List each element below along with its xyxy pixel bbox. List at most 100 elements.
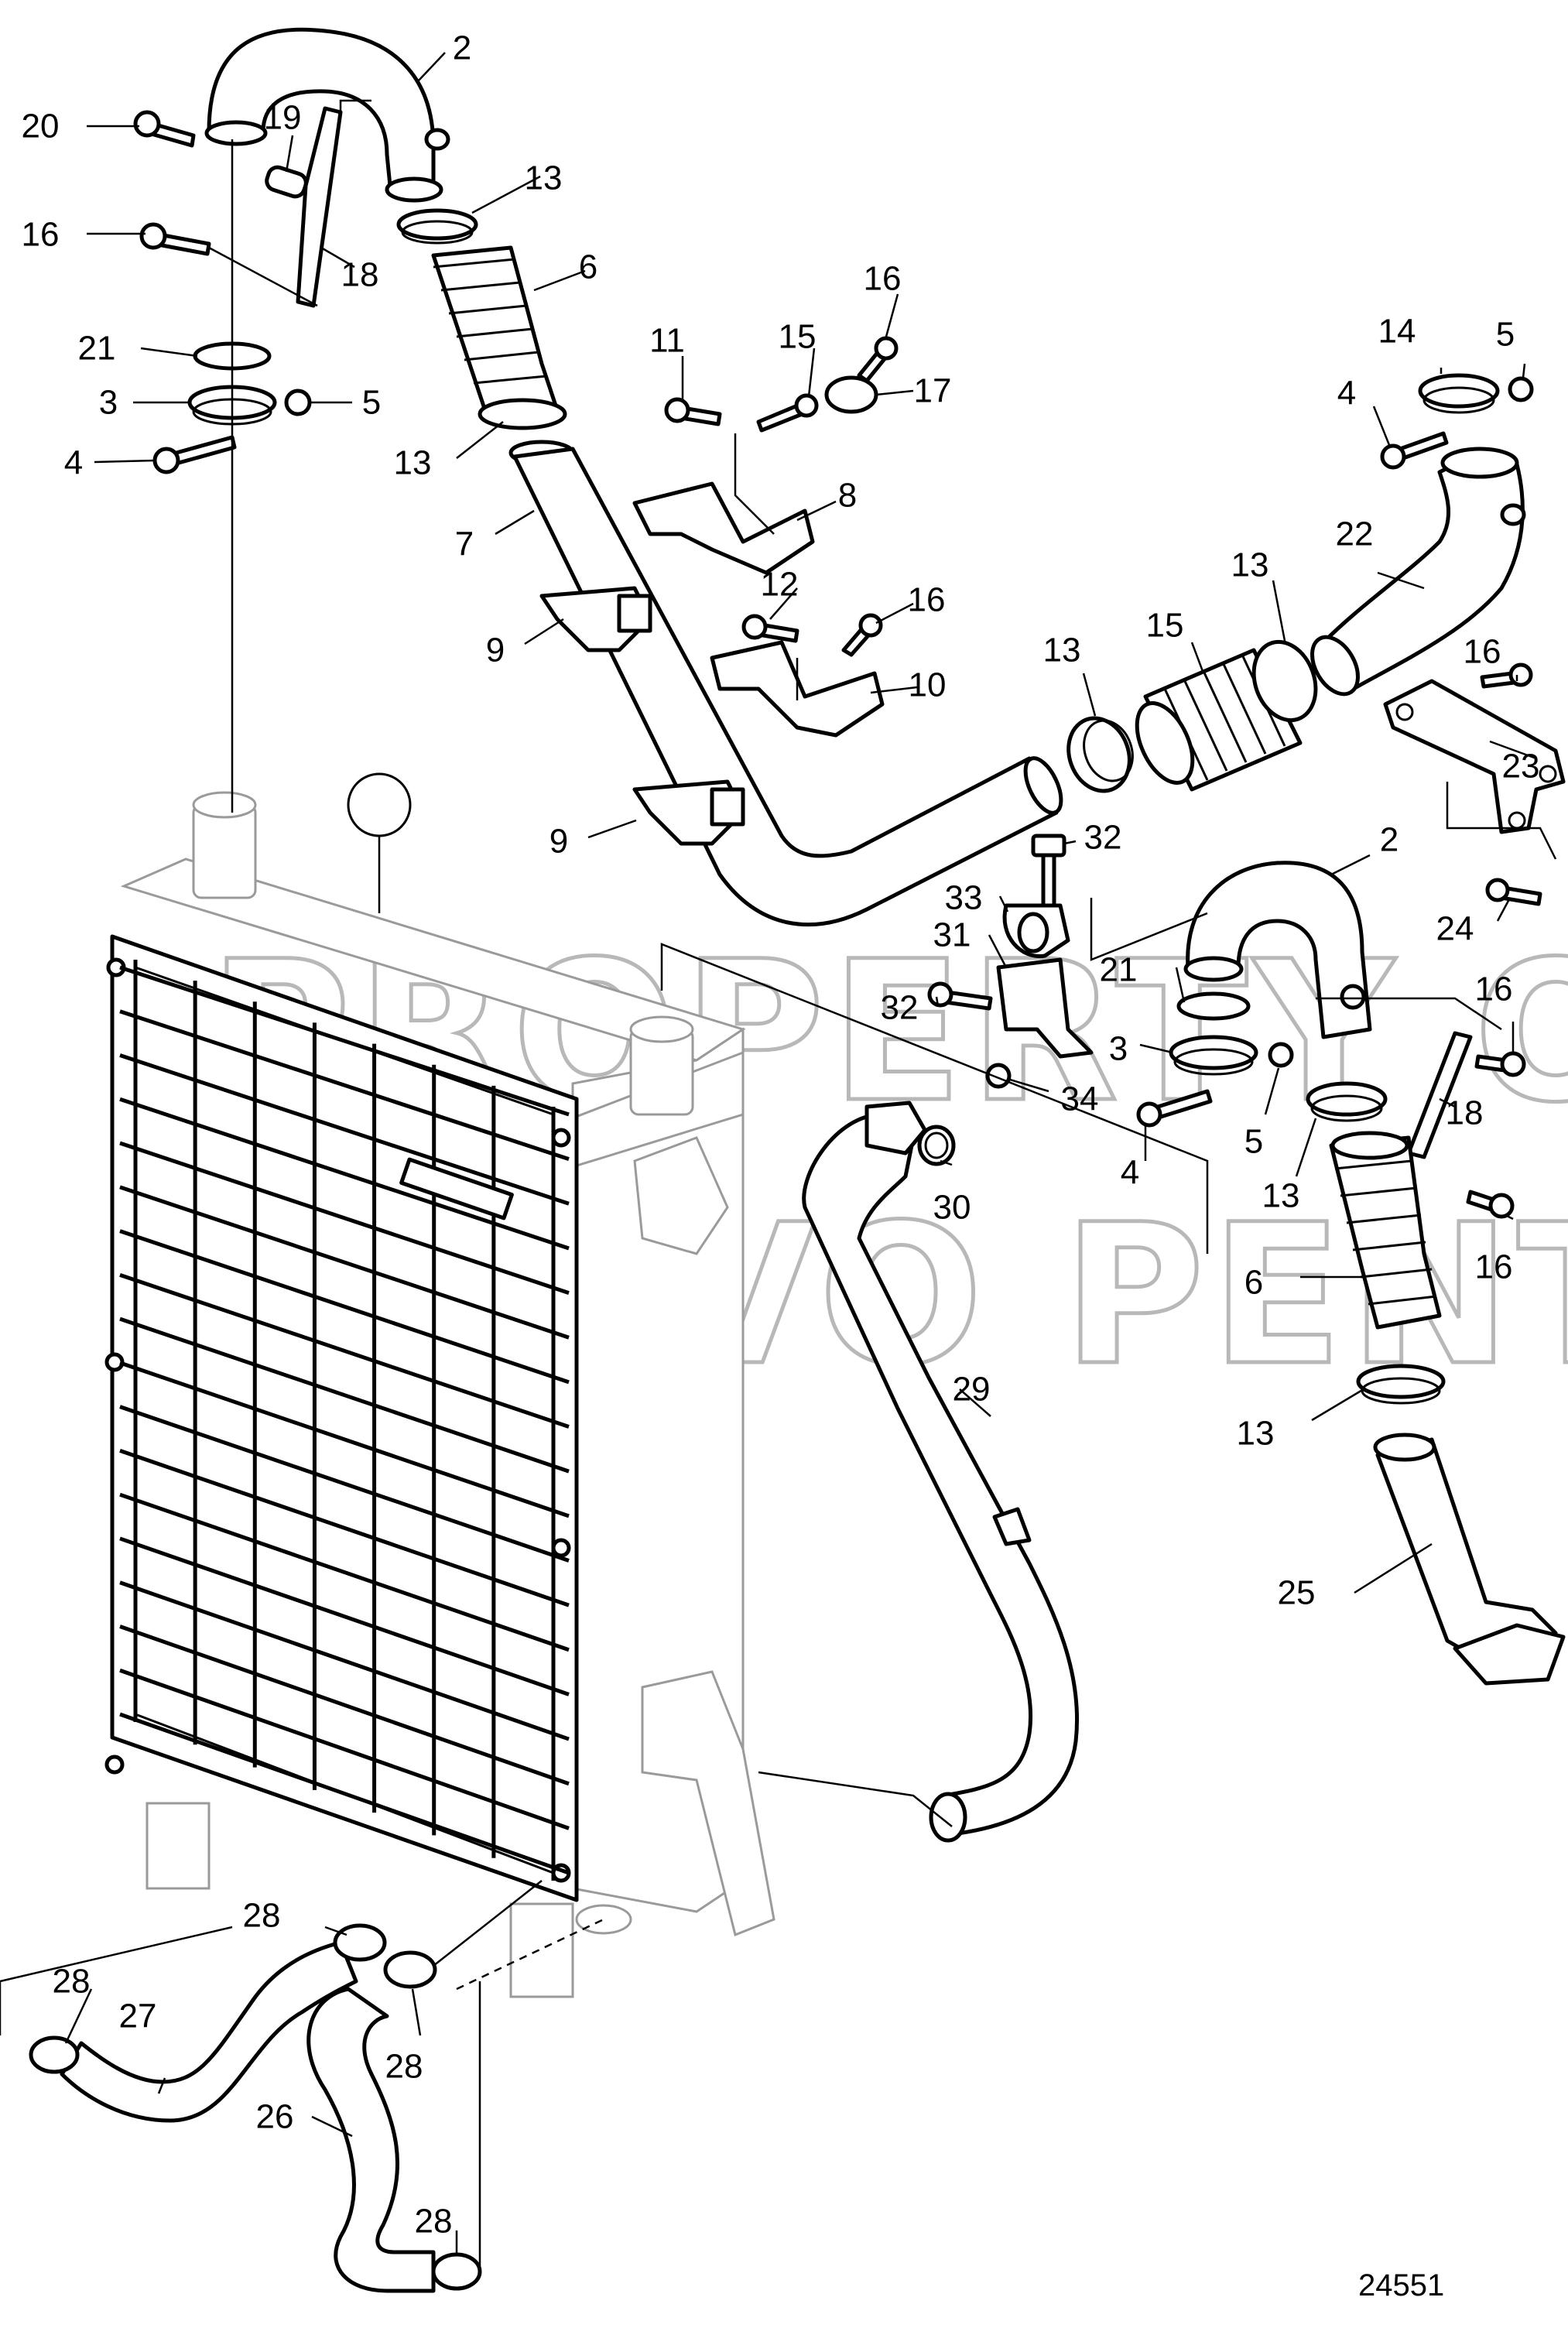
charge-air-pipe-7	[512, 447, 1063, 927]
intercooler-nameplate	[399, 1157, 514, 1220]
bellows-6-b-top	[1330, 1131, 1409, 1160]
callout-labels: 2201913161862135413711151617891216109114…	[22, 29, 1540, 2241]
callout-30: 30	[933, 1189, 971, 1227]
callout-21a: 21	[78, 330, 116, 368]
callout-18b: 18	[1446, 1094, 1484, 1132]
callout-3b: 3	[1109, 1030, 1128, 1068]
clamp-9-b-lug	[710, 787, 745, 827]
nut-5-a	[284, 389, 312, 416]
callout-16a: 16	[22, 216, 60, 254]
callout-15b: 15	[1146, 607, 1184, 645]
callout-32a: 32	[1084, 819, 1122, 857]
pipe-2-right-bend	[1186, 861, 1372, 1039]
nut-5-b	[1508, 376, 1534, 402]
callout-27: 27	[119, 1998, 157, 2035]
pipe-2-right-boss	[1340, 984, 1366, 1010]
callout-13e: 13	[1262, 1177, 1300, 1215]
callout-2b: 2	[1380, 821, 1399, 859]
callout-21b: 21	[1100, 951, 1138, 989]
hose-clamp-28-c	[29, 2035, 80, 2074]
pipe-22-lower-end	[1310, 635, 1360, 697]
frame-bolts	[104, 957, 571, 1883]
callout-4c: 4	[1121, 1154, 1139, 1192]
nut-5-c	[1268, 1042, 1294, 1068]
hose-clamp-13-d	[1251, 639, 1318, 723]
intercooler-outlet-opening	[629, 1015, 694, 1043]
pipe-29-flange	[864, 1101, 927, 1155]
bracket-31	[996, 957, 1094, 1059]
callout-16c: 16	[908, 581, 946, 619]
intercooler-inlet-stub	[192, 803, 257, 899]
pipe-2-boss	[424, 128, 450, 151]
callout-16d: 16	[1464, 633, 1501, 671]
drawing-reference-number: 24551	[1358, 2268, 1444, 2302]
hose-clamp-13-f	[1356, 1364, 1446, 1399]
pipe-22-boss	[1500, 503, 1526, 526]
pipe-29-group	[802, 1101, 1080, 1843]
pipe-29-lower-end	[929, 1792, 967, 1843]
bracket-23	[1383, 679, 1566, 834]
callout-8: 8	[838, 477, 857, 515]
callout-5a: 5	[362, 384, 381, 422]
hose-clamp-13-b	[478, 398, 567, 430]
callout-5b: 5	[1496, 316, 1515, 354]
pipe-2-lower-end	[385, 176, 443, 203]
clamp-9-a-lug	[617, 594, 652, 633]
callout-13a: 13	[525, 159, 563, 197]
callout-14: 14	[1378, 313, 1416, 351]
bellows-hose-6-b	[1329, 1135, 1442, 1330]
callout-6b: 6	[1244, 1264, 1263, 1302]
callout-16b: 16	[864, 260, 902, 298]
callout-16f: 16	[1475, 1248, 1513, 1286]
callout-23: 23	[1502, 748, 1540, 786]
bracket-8	[632, 481, 815, 575]
callout-12: 12	[761, 566, 799, 604]
callout-32b: 32	[881, 989, 919, 1027]
o-ring-21-b	[1176, 991, 1251, 1021]
callout-33: 33	[945, 879, 983, 917]
p-clip-33-eye	[1017, 912, 1049, 953]
hose-26	[306, 1987, 436, 2293]
callout-3a: 3	[99, 384, 118, 422]
pipe-22-upper-end	[1440, 447, 1519, 479]
callout-4b: 4	[1337, 375, 1356, 413]
callout-28b: 28	[385, 2048, 423, 2086]
charge-air-pipe-right-group	[1136, 861, 1566, 1686]
hose-clamp-28-b	[383, 1950, 437, 1989]
callout-11: 11	[649, 322, 685, 360]
pipe-7-body	[512, 447, 1059, 927]
callout-2a: 2	[453, 29, 471, 67]
hose-clamp-13-e	[1306, 1081, 1388, 1117]
intercooler-core	[104, 791, 775, 1998]
callout-6a: 6	[579, 248, 597, 286]
pipe-2-upper-end	[204, 120, 268, 146]
callout-7: 7	[455, 526, 474, 563]
pipe-25-flange	[1453, 1623, 1566, 1686]
callout-5c: 5	[1244, 1123, 1263, 1161]
callout-20: 20	[22, 108, 60, 146]
intercooler-foot-right	[509, 1902, 574, 1998]
intercooler-foot-left	[146, 1802, 211, 1890]
pipe-22-body	[1321, 454, 1525, 695]
callout-25: 25	[1278, 1574, 1316, 1612]
pipe-25-upper-end	[1373, 1433, 1436, 1462]
callout-19: 19	[264, 99, 302, 137]
assembly-lines	[0, 99, 1557, 2275]
callout-28c: 28	[53, 1963, 91, 2001]
hose-clamp-28-a	[333, 1923, 387, 1962]
callout-leaders	[64, 52, 1537, 2256]
callout-13c: 13	[1231, 546, 1269, 584]
callout-26: 26	[256, 2098, 294, 2136]
callout-29: 29	[953, 1371, 991, 1409]
bellows-15-end	[1135, 701, 1195, 785]
bracket-group-upper	[632, 336, 899, 738]
clamp-3-b	[1169, 1035, 1258, 1070]
callout-16e: 16	[1475, 971, 1513, 1008]
intercooler-mount-bracket-bottom	[641, 1670, 775, 1937]
callout-31: 31	[933, 916, 971, 954]
intercooler-drain-port	[575, 1904, 632, 1935]
bracket-18-a	[296, 106, 343, 308]
callout-22: 22	[1336, 515, 1374, 553]
pipe-7-lower-end	[1023, 756, 1063, 815]
